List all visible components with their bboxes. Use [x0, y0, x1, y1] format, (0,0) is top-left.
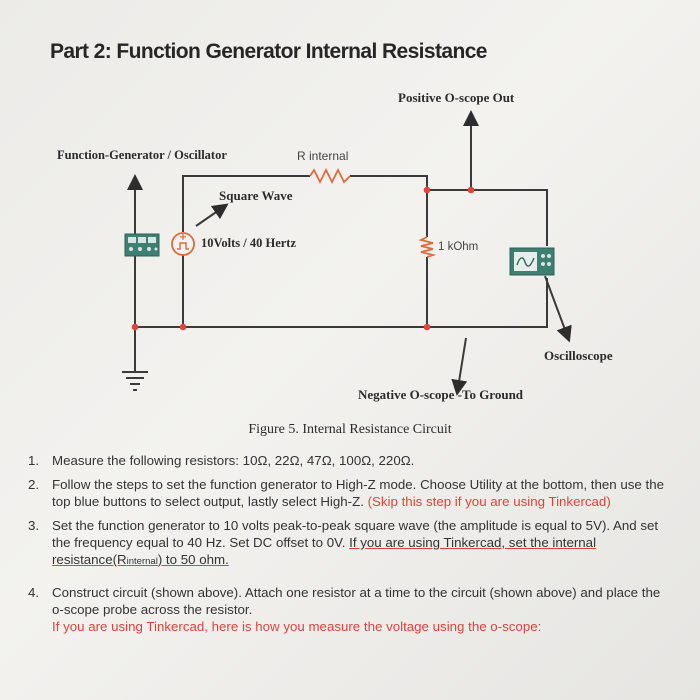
node-bottom-resistor: [423, 323, 431, 331]
step-text: Set the function generator to 10 volts p…: [52, 518, 659, 550]
step-text: Follow the steps to set the function gen…: [52, 477, 664, 509]
resistor-value-label: 1 kOhm: [438, 241, 478, 253]
bottom-wire: [135, 278, 548, 328]
circuit-diagram: Positive O-scope Out Function-Generator …: [57, 90, 613, 402]
oscilloscope-arrow: [544, 275, 572, 343]
square-wave-label: Square Wave: [219, 188, 293, 203]
list-item: 3. Set the function generator to 10 volt…: [28, 518, 659, 567]
source-value-label: 10Volts / 40 Hertz: [201, 236, 296, 250]
scope-top-lead: [427, 189, 548, 246]
oscilloscope-device-icon: [509, 247, 555, 276]
list-item: 2. Follow the steps to set the function …: [28, 477, 664, 509]
r-internal-resistor-icon: [309, 167, 351, 185]
node-top-probe: [467, 186, 475, 194]
list-item: 4. Construct circuit (shown above). Atta…: [28, 585, 661, 634]
function-generator-label: Function-Generator / Oscillator: [57, 148, 227, 162]
node-top-right: [423, 186, 431, 194]
load-resistor-icon: [418, 236, 437, 258]
instruction-list: 1. Measure the following resistors: 10Ω,…: [22, 452, 668, 642]
page-title: Part 2: Function Generator Internal Resi…: [50, 40, 487, 63]
positive-scope-label: Positive O-scope Out: [398, 90, 515, 105]
ground-symbol-icon: [122, 371, 148, 391]
list-item: 1. Measure the following resistors: 10Ω,…: [28, 453, 415, 468]
figure-caption: Figure 5. Internal Resistance Circuit: [248, 422, 452, 437]
r-internal-label: R internal: [297, 149, 348, 163]
top-wire-right: [350, 175, 428, 237]
step-note: If you are using Tinkercad, set the inte…: [52, 535, 597, 567]
step-note: If you are using Tinkercad, here is how …: [52, 619, 542, 634]
negative-probe-arrow: [451, 337, 468, 396]
oscilloscope-label: Oscilloscope: [544, 348, 613, 363]
node-bottom-source: [179, 323, 187, 331]
step-text: Measure the following resistors: 10Ω, 22…: [52, 453, 415, 468]
negative-scope-label: Negative O-scope -To Ground: [358, 387, 524, 402]
square-wave-source-icon: [171, 232, 195, 256]
step-note: (Skip this step if you are using Tinkerc…: [367, 494, 611, 509]
gen-left-lead: [134, 244, 158, 372]
node-bottom-left: [131, 323, 139, 331]
function-generator-device-icon: [124, 233, 160, 257]
square-wave-arrow: [195, 203, 229, 227]
top-wire-left: [182, 175, 310, 232]
step-text: Construct circuit (shown above). Attach …: [52, 585, 661, 617]
